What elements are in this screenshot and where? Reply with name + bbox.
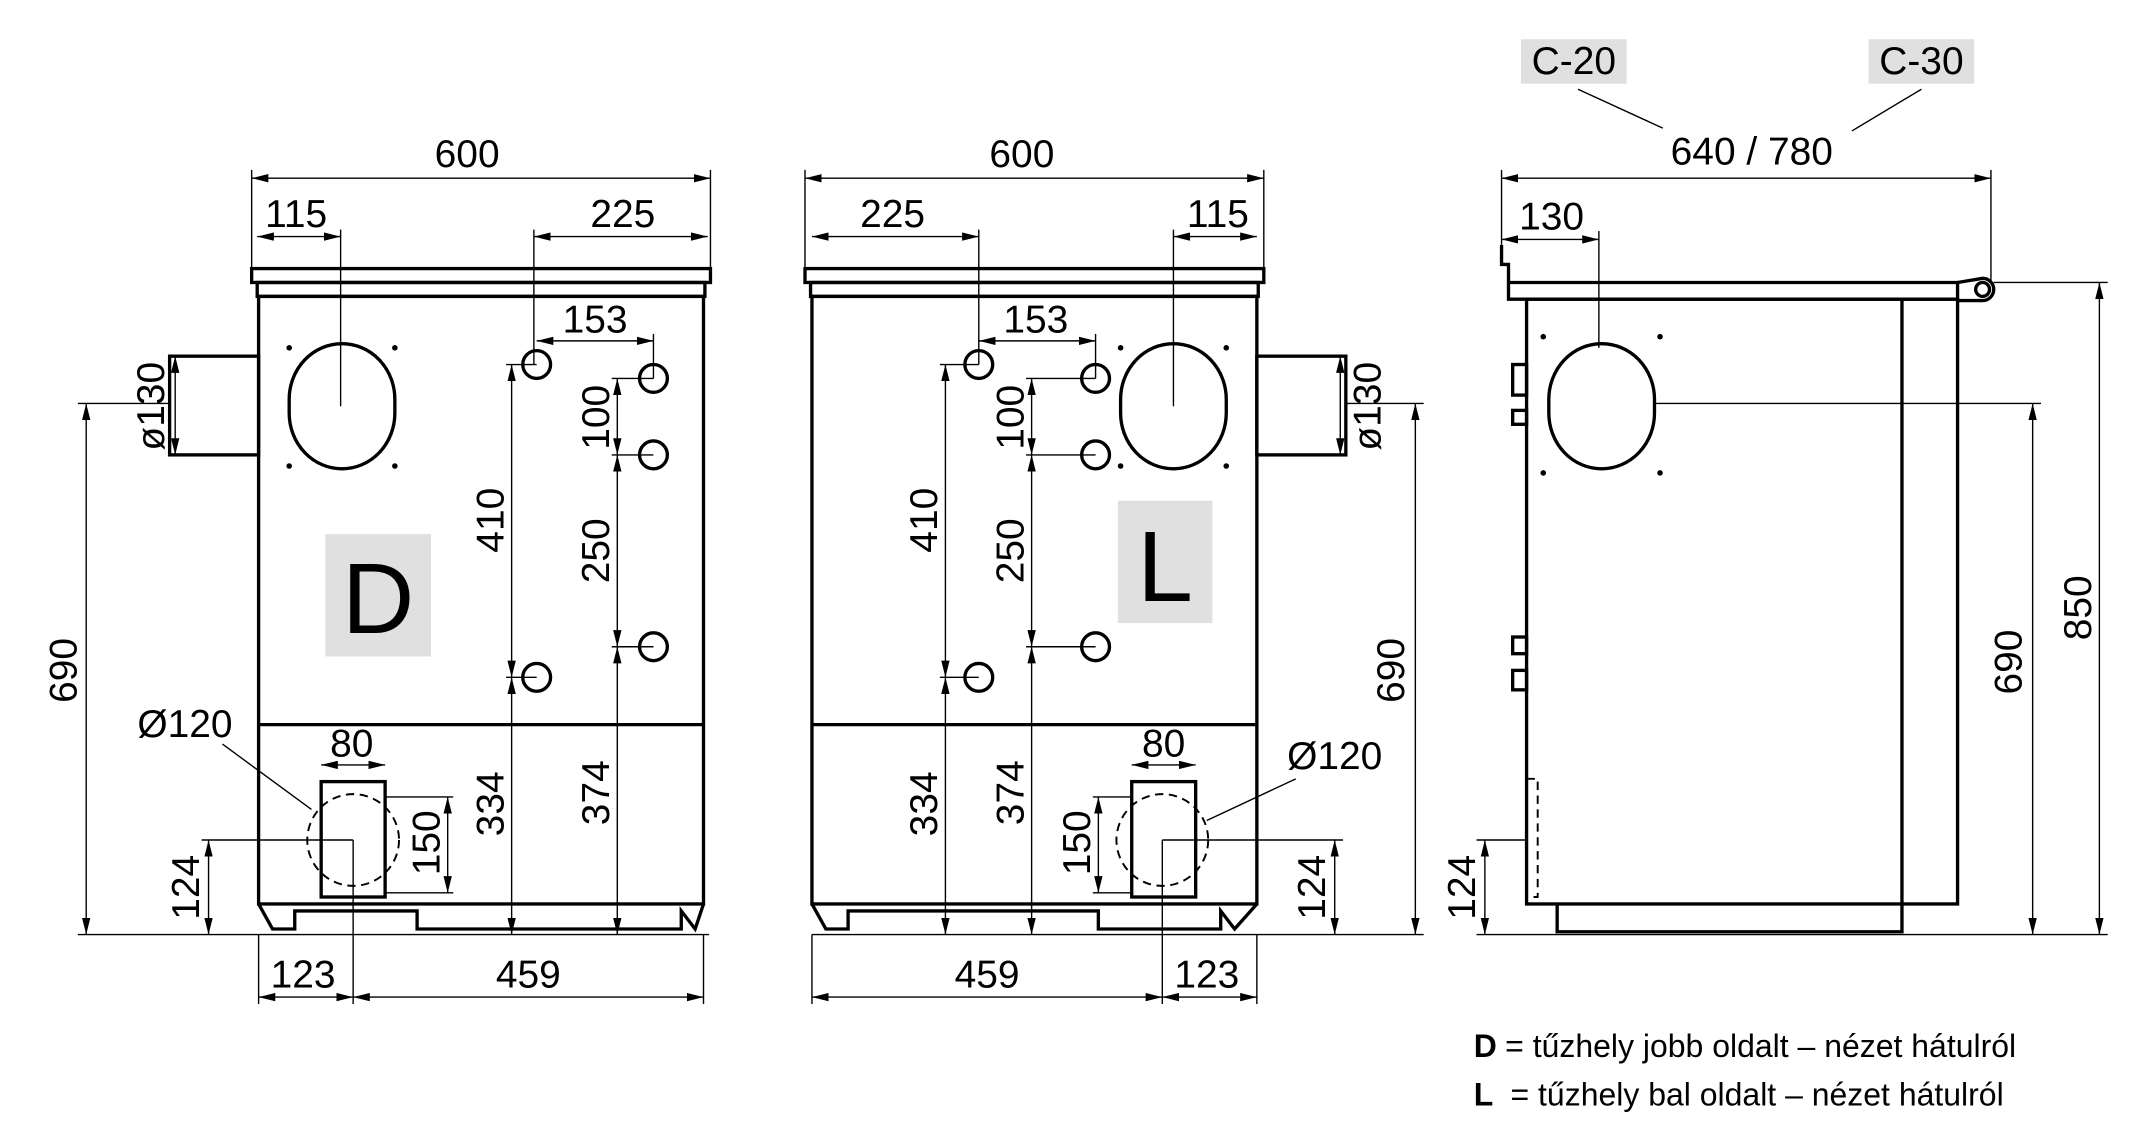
- feet: [810, 902, 1259, 932]
- base: [1555, 903, 1904, 934]
- dim-850: 850: [2057, 575, 2100, 640]
- dim-left-offset: 225: [860, 193, 925, 236]
- dim-spacing: 153: [563, 299, 628, 342]
- model-c20: C-20: [1532, 40, 1616, 83]
- dim-334: 334: [469, 771, 512, 836]
- top-plate-lip: [808, 280, 1260, 299]
- dim-124: 124: [165, 855, 208, 920]
- dim-flue-diameter: Ø120: [1287, 735, 1382, 778]
- dim-width: 600: [989, 133, 1054, 176]
- dim-374: 374: [575, 760, 618, 825]
- dim-bottom-left: 459: [955, 953, 1020, 996]
- connection-holes: [963, 348, 1112, 693]
- dim-bottom-left: 123: [271, 953, 336, 996]
- dim-pipe-diameter: ø130: [1347, 362, 1390, 451]
- top-plate: [803, 266, 1266, 285]
- dim-100: 100: [575, 385, 618, 450]
- dim-690: 690: [1988, 630, 2031, 695]
- legend-item-l: L = tűzhely bal oldalt – nézet hátulról: [1474, 1077, 2004, 1113]
- legend: D= tűzhely jobb oldalt – nézet hátulról …: [1474, 1028, 2016, 1113]
- dimension-lines: [1480, 174, 2104, 935]
- view-letter: D: [342, 543, 414, 655]
- dim-pipe-diameter: ø130: [130, 362, 173, 451]
- dim-width: 600: [435, 133, 500, 176]
- legend-text: = tűzhely jobb oldalt – nézet hátulról: [1505, 1028, 2016, 1064]
- stove-body: [1524, 297, 1960, 906]
- dim-bottom-right: 123: [1174, 953, 1239, 996]
- extension-lines: [1476, 169, 2108, 936]
- dim-250: 250: [575, 518, 618, 583]
- hinge: [1957, 276, 1996, 303]
- mounting-dots: [286, 345, 398, 469]
- dim-right-offset: 115: [1187, 193, 1249, 236]
- knobs: [1511, 362, 1529, 692]
- leader-c30: [1851, 88, 1922, 132]
- legend-item-d: D= tűzhely jobb oldalt – nézet hátulról: [1474, 1028, 2016, 1064]
- dim-depth: 640 / 780: [1671, 130, 1833, 173]
- dim-250: 250: [989, 518, 1032, 583]
- dim-374: 374: [989, 760, 1032, 825]
- hidden-outlet: [1525, 777, 1539, 898]
- side-pipe: [167, 354, 261, 457]
- extension-lines: [77, 169, 712, 1005]
- dim-100: 100: [989, 385, 1032, 450]
- dim-offset: 130: [1519, 196, 1584, 239]
- dim-410: 410: [903, 488, 946, 553]
- legend-key: L: [1474, 1077, 1494, 1113]
- side-pipe: [1255, 354, 1348, 457]
- dim-124: 124: [1441, 855, 1484, 920]
- legend-key: D: [1474, 1028, 1497, 1064]
- dim-334: 334: [903, 771, 946, 836]
- dimension-lines: [804, 174, 1420, 1002]
- dim-flue-width: 80: [330, 723, 373, 766]
- letter-box: [325, 534, 431, 657]
- top-plate-lip: [255, 280, 707, 299]
- legend-text: = tűzhely bal oldalt – nézet hátulról: [1502, 1077, 2004, 1113]
- model-box-c20: [1521, 39, 1627, 84]
- dim-left-offset: 115: [265, 193, 327, 236]
- letter-box: [1117, 500, 1213, 624]
- top-plate: [249, 266, 713, 285]
- dim-flue-height: 150: [1056, 810, 1099, 875]
- view-side: C-20 C-30 640 / 780: [1441, 39, 2108, 936]
- mounting-dots: [1117, 345, 1230, 469]
- leader-c20: [1577, 88, 1664, 129]
- dim-flue-width: 80: [1142, 723, 1185, 766]
- view-l: L: [803, 133, 1424, 1005]
- dim-bottom-right: 459: [496, 953, 561, 996]
- dim-690: 690: [42, 638, 85, 703]
- stove-body: [256, 294, 706, 906]
- model-c30: C-30: [1879, 40, 1963, 83]
- dim-124: 124: [1291, 855, 1334, 920]
- feet: [257, 903, 706, 933]
- hinge-pin: [1973, 280, 1992, 299]
- view-d: D: [42, 133, 713, 1005]
- dim-flue-height: 150: [405, 810, 448, 875]
- flue-oval: [1547, 341, 1657, 471]
- view-letter: L: [1137, 511, 1193, 623]
- dim-flue-diameter: Ø120: [137, 703, 232, 746]
- dim-410: 410: [469, 488, 512, 553]
- flue-oval: [287, 341, 397, 471]
- dim-spacing: 153: [1003, 299, 1068, 342]
- dim-690: 690: [1370, 638, 1413, 703]
- top-plate: [1499, 244, 1960, 301]
- dim-right-offset: 225: [590, 193, 655, 236]
- extension-lines: [804, 169, 1424, 1005]
- mounting-dots: [1540, 333, 1663, 476]
- dimension-lines: [82, 174, 711, 1002]
- model-box-c30: [1868, 39, 1975, 84]
